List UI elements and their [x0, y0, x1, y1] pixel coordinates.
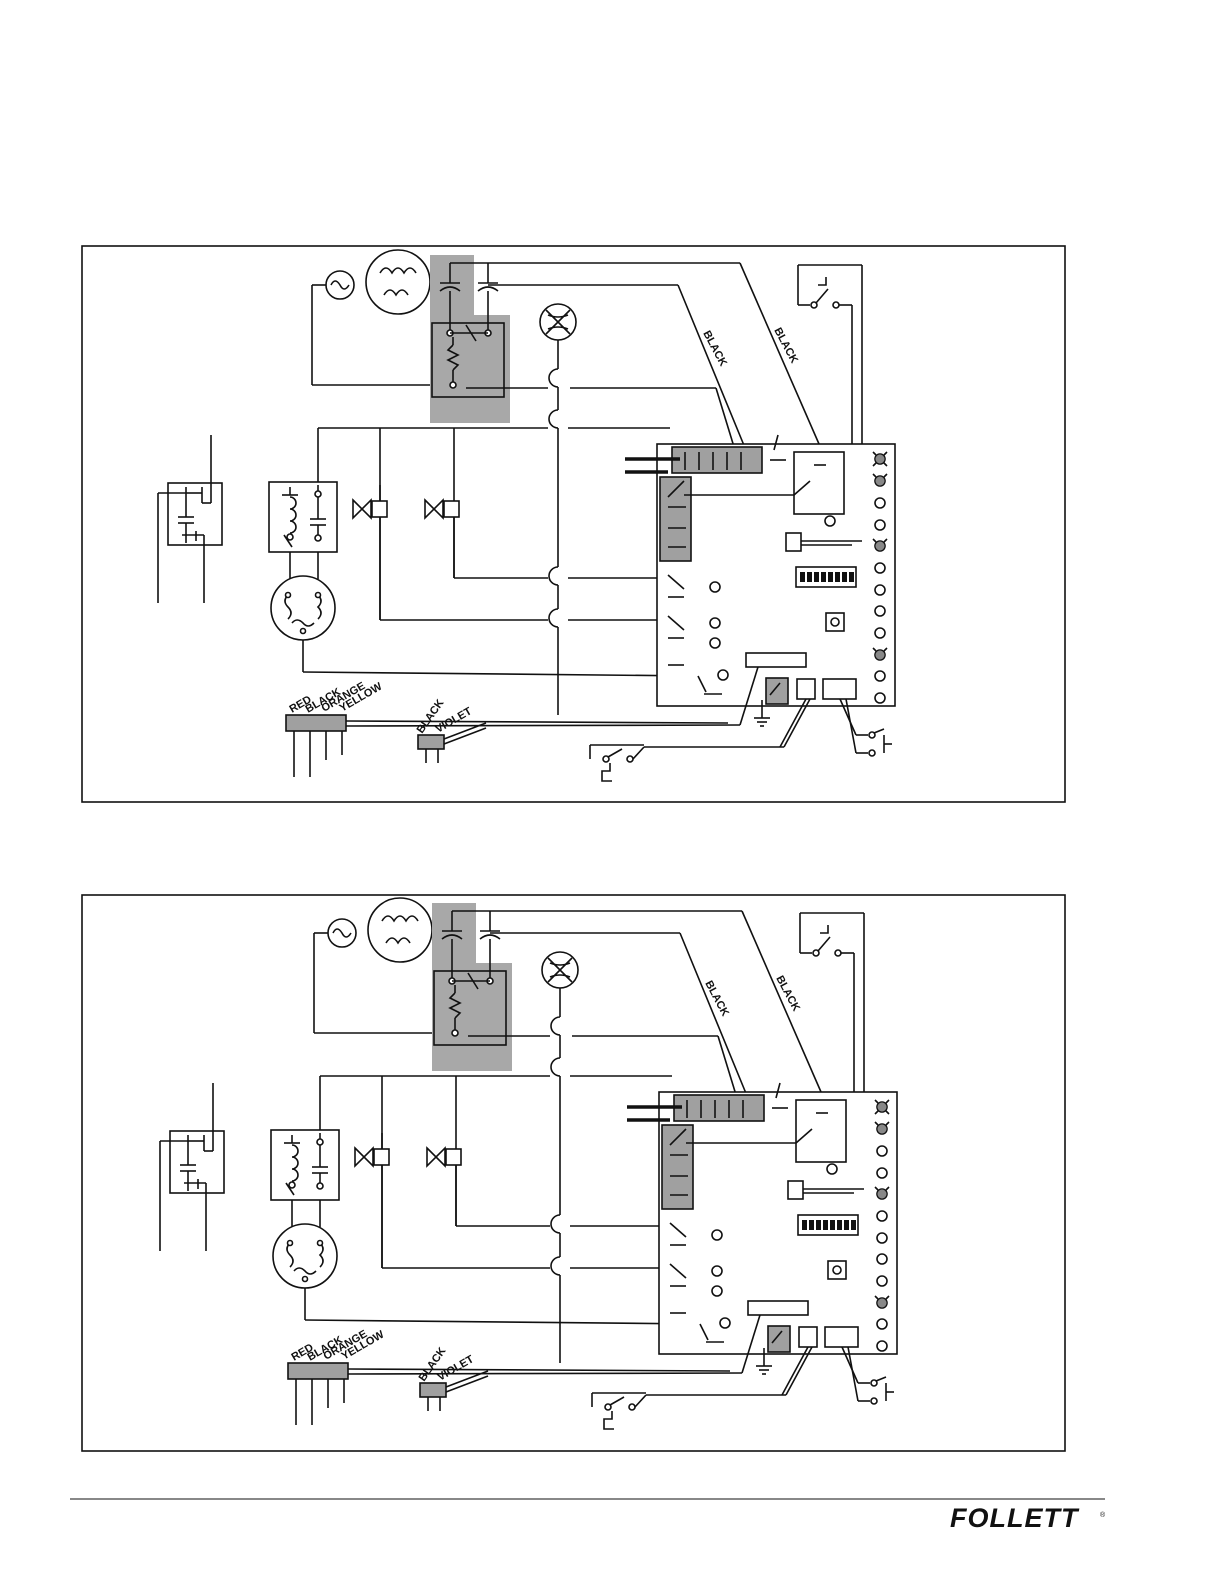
- diagram-1-frame: [82, 246, 1065, 802]
- follett-logo: FOLLETT ®: [950, 1503, 1106, 1533]
- logo-text: FOLLETT: [950, 1503, 1080, 1533]
- diagram-2-frame: [82, 895, 1065, 1451]
- wiring-diagram-2: BLACK BLACK RED BLACK ORANGE YELLOW BLAC…: [82, 895, 1065, 1451]
- registered-mark: ®: [1100, 1511, 1106, 1519]
- wiring-diagram-1: BLACK BLACK RED BLACK ORANGE YELLOW BLAC…: [82, 246, 1065, 802]
